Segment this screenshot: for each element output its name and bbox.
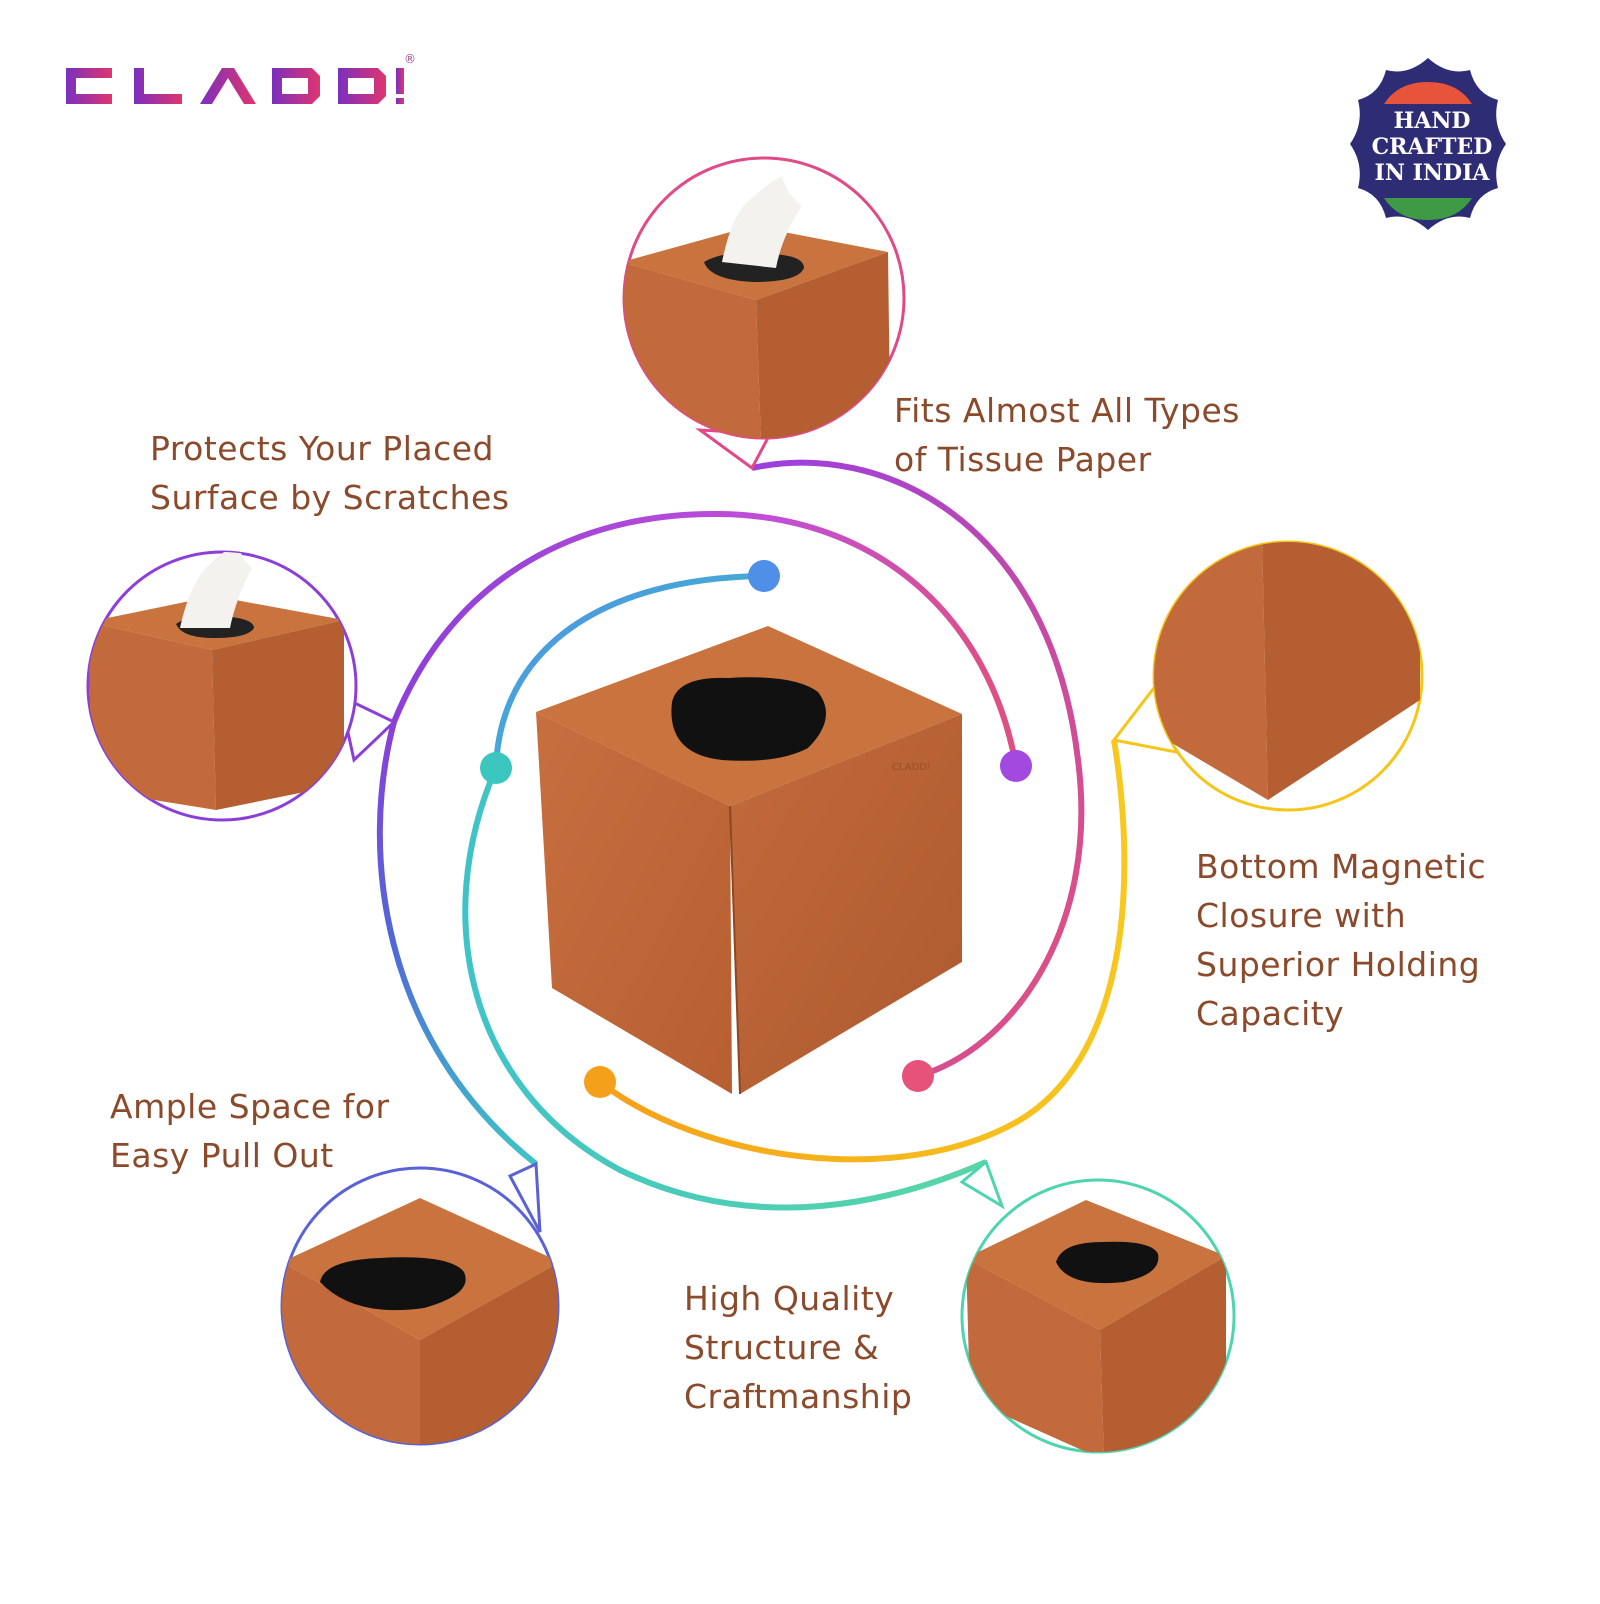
center-tissue-box: CLADD! bbox=[536, 626, 962, 1095]
brand-logo bbox=[66, 68, 404, 104]
dot-pink bbox=[902, 1060, 934, 1092]
logo-letter-a bbox=[200, 68, 256, 104]
feature-quality-text: High Quality Structure & Craftmanship bbox=[684, 1279, 913, 1416]
badge-line-3: IN INDIA bbox=[1374, 160, 1490, 186]
badge-line-2: CRAFTED bbox=[1371, 134, 1493, 160]
handcrafted-badge bbox=[1350, 58, 1506, 230]
feature-surface-text: Protects Your Placed Surface by Scratche… bbox=[150, 429, 510, 517]
ring-arc-top bbox=[391, 510, 1019, 767]
logo-letter-l bbox=[134, 68, 182, 104]
ring-arc-bottom bbox=[462, 766, 988, 1211]
box-emboss: CLADD! bbox=[892, 762, 931, 773]
logo-letter-exclaim bbox=[396, 68, 404, 104]
bubble-tissue bbox=[622, 156, 906, 471]
bubble-surface bbox=[86, 550, 397, 822]
dot-teal bbox=[480, 752, 512, 784]
badge-top-arch bbox=[1384, 82, 1472, 104]
badge-text: HAND CRAFTED IN INDIA bbox=[1362, 108, 1502, 186]
box-edge bbox=[729, 805, 741, 1095]
bubble-quality bbox=[959, 1159, 1236, 1454]
bubble-magnetic bbox=[1111, 540, 1424, 812]
logo-letter-d2 bbox=[338, 68, 386, 104]
badge-bottom-arch bbox=[1384, 198, 1472, 220]
feature-space-text: Ample Space for Easy Pull Out bbox=[110, 1087, 390, 1175]
dot-orange bbox=[584, 1066, 616, 1098]
feature-magnetic-text: Bottom Magnetic Closure with Superior Ho… bbox=[1196, 847, 1487, 1033]
logo-letter-c bbox=[66, 68, 112, 104]
inner-arc-yellow bbox=[598, 739, 1128, 1163]
feature-tissue-text: Fits Almost All Types of Tissue Paper bbox=[894, 391, 1240, 479]
box-left-face bbox=[536, 712, 732, 1094]
box-right-face bbox=[730, 714, 962, 1094]
registered-mark: ® bbox=[404, 52, 416, 66]
bubble-space bbox=[280, 1161, 560, 1446]
dot-purple bbox=[1000, 750, 1032, 782]
connector-arc-tissue bbox=[751, 459, 1085, 1079]
dot-blue bbox=[748, 560, 780, 592]
ring-arc-left bbox=[376, 721, 538, 1167]
logo-letter-d1 bbox=[272, 68, 320, 104]
badge-line-1: HAND bbox=[1393, 108, 1471, 134]
inner-arc-blue bbox=[493, 573, 765, 769]
box-opening bbox=[671, 677, 826, 761]
